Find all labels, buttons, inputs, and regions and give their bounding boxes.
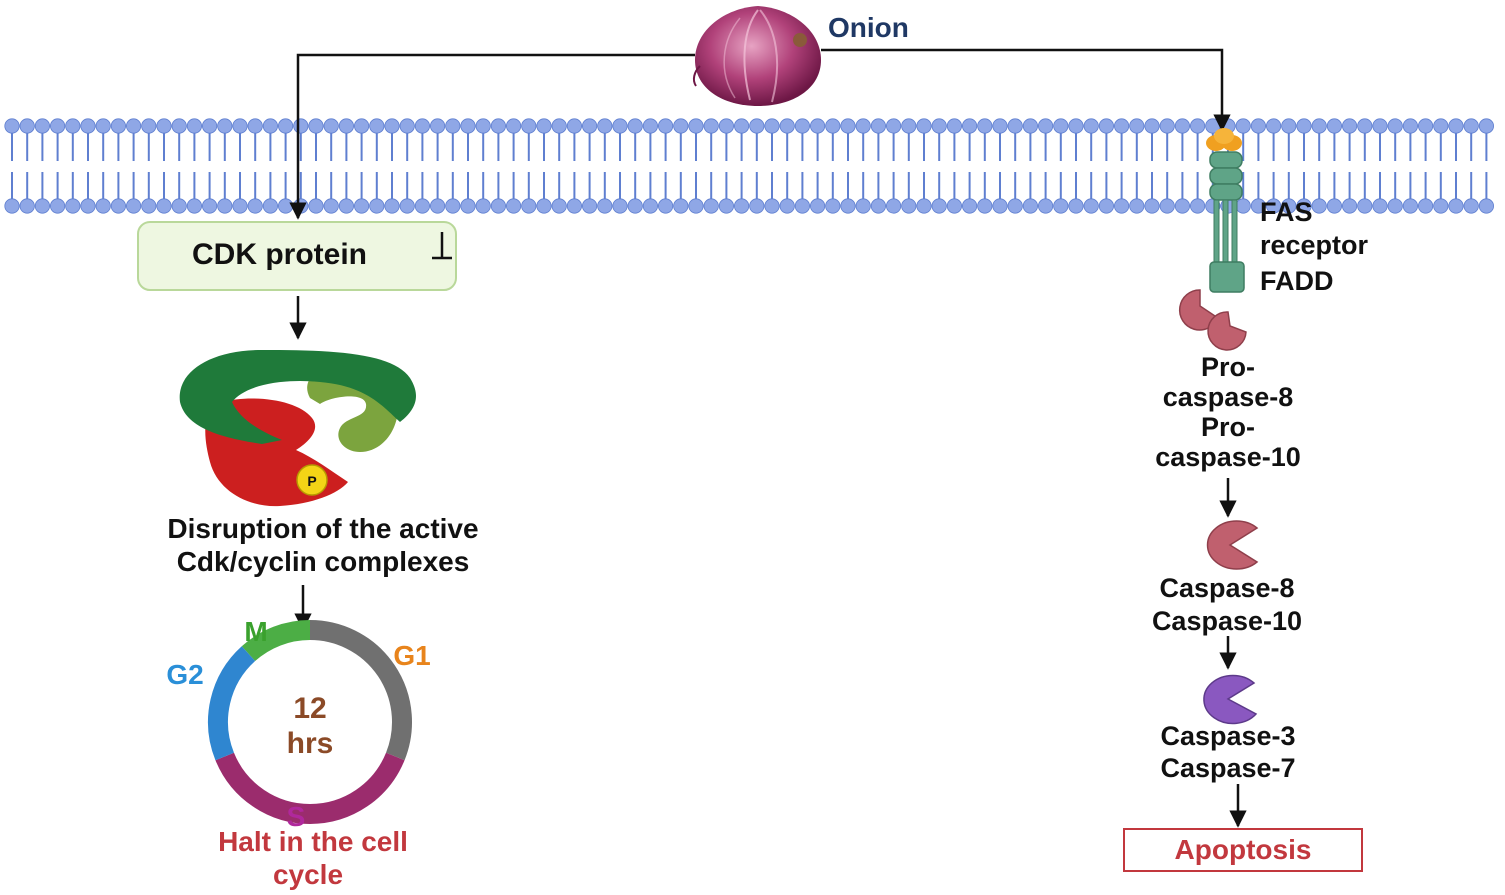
cdk-protein-label: CDK protein (192, 238, 367, 271)
apoptosis-box (1123, 828, 1363, 872)
disruption-line-2: Cdk/cyclin complexes (177, 546, 470, 577)
cdk-protein-box (137, 221, 457, 291)
cell-cycle-ring (208, 620, 412, 824)
fas-label-line-1: FAS (1260, 197, 1313, 227)
phase-arc-g2 (208, 646, 256, 761)
procaspase-line-2: caspase-8 (1163, 382, 1294, 412)
caspase-8-icon (1206, 520, 1259, 570)
caspase-3-label: Caspase-3 (1160, 721, 1295, 751)
procaspase-icons (1178, 289, 1247, 351)
phase-arc-m (241, 620, 311, 662)
onion-label: Onion (828, 12, 909, 43)
caspase-10-label: Caspase-10 (1152, 606, 1302, 636)
disruption-line-1: Disruption of the active (167, 513, 478, 544)
procaspase-line-1: Pro- (1201, 352, 1255, 382)
caspase-7-label: Caspase-7 (1160, 753, 1295, 783)
onion-to-fas-arrow (821, 48, 1231, 132)
fas-label-line-2: receptor (1260, 230, 1369, 260)
fadd-label: FADD (1260, 266, 1334, 296)
onion-icon (692, 6, 821, 106)
apoptosis-label: Apoptosis (1175, 834, 1312, 865)
membrane-lipid-tails (11, 132, 1488, 202)
caspase-3-icon (1203, 674, 1258, 725)
cdk-cyclin-complex-icon: P (179, 350, 416, 507)
halt-label-line-1: Halt in the cell (218, 826, 408, 857)
phase-label-g1: G1 (393, 640, 430, 671)
cycle-duration-number: 12 (293, 692, 326, 725)
phase-arc-s (215, 752, 405, 824)
fas-receptor-icon (1206, 128, 1245, 293)
halt-label-line-2: cycle (273, 859, 343, 890)
phase-label-g2: G2 (166, 659, 203, 690)
phase-arc-g1 (309, 620, 412, 761)
cycle-duration-unit: hrs (287, 727, 334, 760)
procaspase-line-4: caspase-10 (1155, 442, 1301, 472)
cell-membrane (4, 118, 1495, 214)
phase-label-m: M (244, 616, 267, 647)
inhibition-symbol (432, 232, 452, 260)
onion-to-cdk-arrow (289, 53, 695, 220)
svg-text:P: P (307, 473, 316, 489)
phase-label-s: S (287, 801, 306, 832)
caspase-8-label: Caspase-8 (1159, 573, 1294, 603)
procaspase-line-3: Pro- (1201, 412, 1255, 442)
